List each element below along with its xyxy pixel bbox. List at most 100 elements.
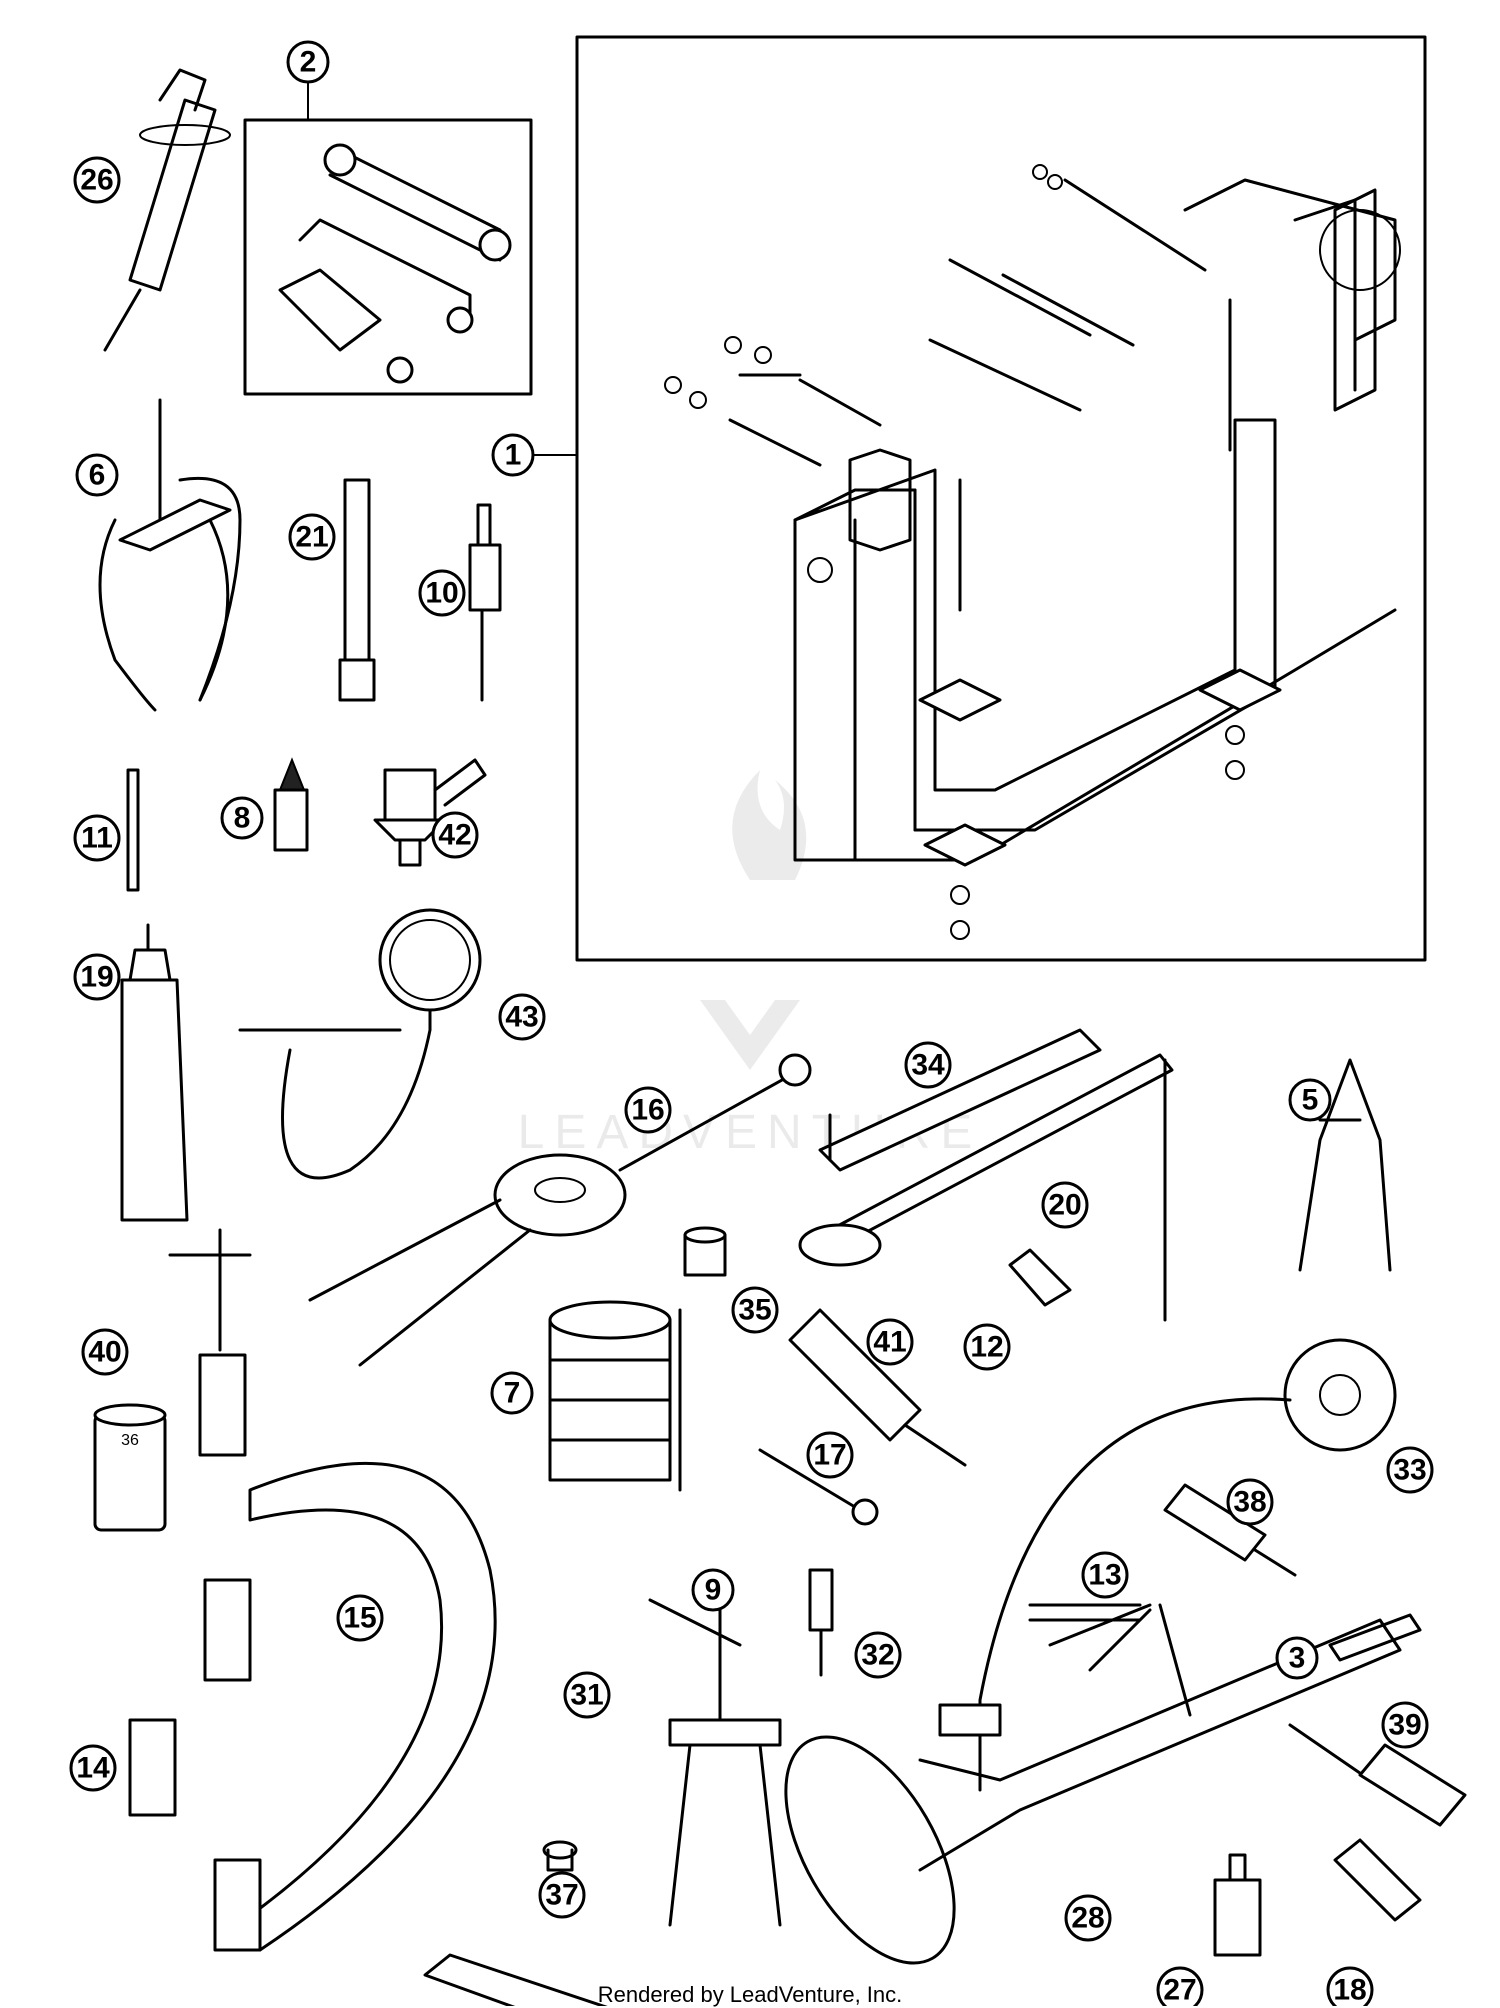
tool-41: [788, 1308, 967, 1467]
callout-14: 14: [69, 1744, 117, 1792]
svg-text:5: 5: [1302, 1084, 1319, 1117]
callout-35: 35: [731, 1286, 779, 1334]
pressure-gauge-43: [238, 908, 482, 1180]
callout-5: 5: [1288, 1078, 1332, 1122]
svg-text:42: 42: [438, 819, 471, 852]
tool-34: [818, 1028, 1102, 1172]
ring-compressor-7: [548, 1300, 682, 1492]
clutch-holder-28: [784, 1618, 1402, 1965]
svg-text:28: 28: [1071, 1902, 1104, 1935]
svg-text:19: 19: [80, 961, 113, 994]
svg-text:15: 15: [343, 1602, 376, 1635]
callout-10: 10: [418, 569, 466, 617]
svg-text:40: 40: [88, 1336, 121, 1369]
adapter-35: [683, 1226, 727, 1277]
tool-32: [808, 1568, 834, 1677]
svg-text:33: 33: [1393, 1454, 1426, 1487]
svg-text:32: 32: [861, 1639, 894, 1672]
svg-text:9: 9: [705, 1574, 722, 1607]
grease-syringe: [103, 68, 231, 352]
socket-40: 36: [93, 1403, 167, 1532]
tool-16: [308, 1053, 812, 1367]
footer-credit: Rendered by LeadVenture, Inc.: [597, 1982, 903, 2007]
callout-40: 40: [81, 1328, 129, 1376]
svg-text:2: 2: [300, 46, 317, 79]
tool-18: [1333, 1838, 1422, 1922]
cone-12: [1008, 1248, 1072, 1307]
puller-6: [98, 398, 242, 712]
callout-42: 42: [431, 811, 479, 859]
svg-text:21: 21: [295, 521, 328, 554]
sealant-tube-19: [120, 923, 189, 1222]
svg-text:41: 41: [873, 1326, 906, 1359]
svg-text:18: 18: [1333, 1974, 1366, 2007]
callout-2: 2: [286, 40, 330, 84]
callout-7: 7: [490, 1371, 534, 1415]
callout-1: 1: [491, 433, 535, 477]
callout-32: 32: [854, 1631, 902, 1679]
feeler-gauge-13: [1028, 1603, 1192, 1717]
puller-9: [648, 1598, 782, 1927]
callout-20: 20: [1041, 1181, 1089, 1229]
callout-41: 41: [866, 1318, 914, 1366]
plug-31: [542, 1840, 578, 1872]
svg-text:1: 1: [505, 439, 522, 472]
callout-3: 3: [1275, 1636, 1319, 1680]
svg-text:14: 14: [76, 1752, 110, 1785]
socket-size-label: 36: [121, 1432, 139, 1449]
svg-text:31: 31: [570, 1679, 603, 1712]
svg-text:16: 16: [631, 1094, 664, 1127]
callout-38: 38: [1226, 1478, 1274, 1526]
callout-37: 37: [538, 1871, 586, 1919]
tool-10: [468, 503, 502, 702]
kit-2-bolts: [278, 143, 512, 384]
callout-21: 21: [288, 513, 336, 561]
svg-text:11: 11: [81, 822, 113, 855]
watermark-logo: LEADVENTURE: [518, 770, 972, 1159]
tool-21: [338, 478, 376, 702]
callout-13: 13: [1081, 1551, 1129, 1599]
svg-text:43: 43: [505, 1001, 538, 1034]
svg-text:6: 6: [89, 459, 106, 492]
tool-8: [273, 757, 309, 852]
svg-text:13: 13: [1088, 1559, 1121, 1592]
callout-17: 17: [806, 1431, 854, 1479]
tool-17: [758, 1448, 879, 1526]
callout-12: 12: [963, 1323, 1011, 1371]
tool-14: [128, 1718, 177, 1817]
svg-text:35: 35: [738, 1294, 771, 1327]
svg-text:10: 10: [425, 577, 458, 610]
callout-11: 11: [73, 814, 121, 862]
svg-text:38: 38: [1233, 1486, 1266, 1519]
svg-text:8: 8: [234, 802, 251, 835]
kit-2-box: [243, 118, 533, 396]
stand-frame-box: [575, 35, 1427, 962]
callout-31: 31: [563, 1671, 611, 1719]
svg-text:27: 27: [1163, 1974, 1196, 2007]
engine-stand: [664, 164, 1401, 940]
svg-text:3: 3: [1289, 1642, 1306, 1675]
callout-16: 16: [624, 1086, 672, 1134]
callout-27: 27: [1156, 1966, 1204, 2007]
chain-wrench-20: [798, 1053, 1174, 1322]
callout-39: 39: [1381, 1701, 1429, 1749]
callout-9: 9: [691, 1568, 735, 1612]
callout-33: 33: [1386, 1446, 1434, 1494]
svg-text:17: 17: [813, 1439, 846, 1472]
dial-gauge-33: [938, 1338, 1397, 1792]
leader-lines: [307, 80, 577, 456]
callout-15: 15: [336, 1594, 384, 1642]
svg-text:39: 39: [1388, 1709, 1421, 1742]
svg-text:34: 34: [911, 1049, 945, 1082]
callout-8: 8: [220, 796, 264, 840]
svg-text:12: 12: [970, 1331, 1003, 1364]
callout-19: 19: [73, 953, 121, 1001]
tool-38: [1163, 1483, 1297, 1577]
bar-37: [423, 1953, 608, 2006]
callout-43: 43: [498, 993, 546, 1041]
svg-text:7: 7: [504, 1377, 521, 1410]
callout-26: 26: [73, 156, 121, 204]
tool-39: [1288, 1723, 1467, 1827]
callout-34: 34: [904, 1041, 952, 1089]
